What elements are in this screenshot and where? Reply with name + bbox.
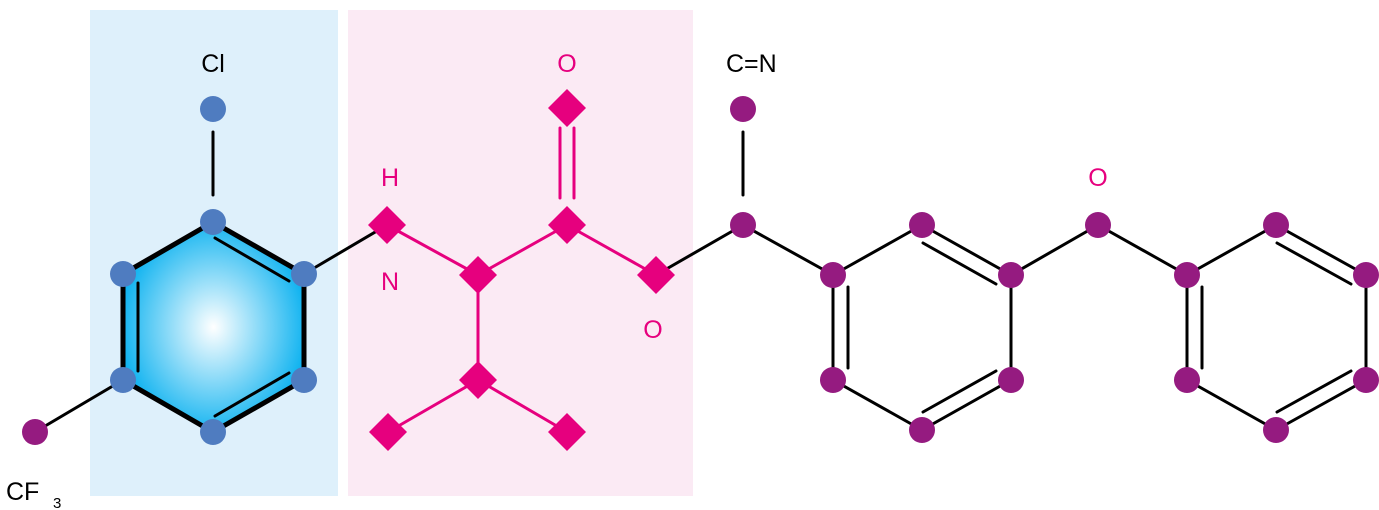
ring-atom [1174, 262, 1200, 288]
ring-atom [291, 261, 317, 287]
ring-atom [1353, 262, 1379, 288]
ester-oxygen-label: O [643, 316, 662, 344]
ester-oxygen-atom [637, 256, 675, 294]
ring-atom [110, 261, 136, 287]
ring-atom [909, 212, 935, 238]
ring-atom [291, 367, 317, 393]
methyl-atom [548, 413, 586, 451]
ring-atom [1353, 367, 1379, 393]
ring-atom [1263, 212, 1289, 238]
nitrile-atom [730, 96, 756, 122]
ring-atom [200, 209, 226, 235]
valine-bond-lines [385, 126, 658, 434]
valine-atoms [368, 89, 675, 451]
ring-atom [909, 417, 935, 443]
nitrogen-label: N [381, 268, 399, 296]
ring-atom [1174, 367, 1200, 393]
alpha-carbon-atom [459, 256, 497, 294]
carbonyl-carbon-atom [548, 206, 586, 244]
benzylic-carbon-atom [730, 212, 756, 238]
hydrogen-label: H [381, 164, 399, 192]
ether-oxygen-atom [1085, 212, 1111, 238]
carbonyl-oxygen-atom [548, 89, 586, 127]
cl-label: Cl [201, 50, 225, 78]
ring-atom [110, 367, 136, 393]
aniline-atoms [110, 96, 317, 445]
beta-carbon-atom [459, 361, 497, 399]
nitrile-label: C=N [726, 50, 777, 78]
ring-atom [1263, 417, 1289, 443]
bond-lines [33, 130, 1368, 434]
valine-fragment-region [348, 10, 693, 496]
ring-atom [998, 367, 1024, 393]
nitrogen-atom [368, 206, 406, 244]
cl-atom [200, 96, 226, 122]
methyl-atom [369, 413, 407, 451]
ether-oxygen-label: O [1088, 164, 1107, 192]
ring-atom [998, 262, 1024, 288]
ring-atom [820, 262, 846, 288]
cf3-atom [22, 419, 48, 445]
carbonyl-oxygen-label: O [557, 50, 576, 78]
phenoxybenzyl-atoms [22, 96, 1379, 445]
ring-atom [820, 367, 846, 393]
cf3-subscript: 3 [53, 495, 61, 510]
ring-atom [200, 419, 226, 445]
cf3-label: CF [6, 478, 39, 506]
